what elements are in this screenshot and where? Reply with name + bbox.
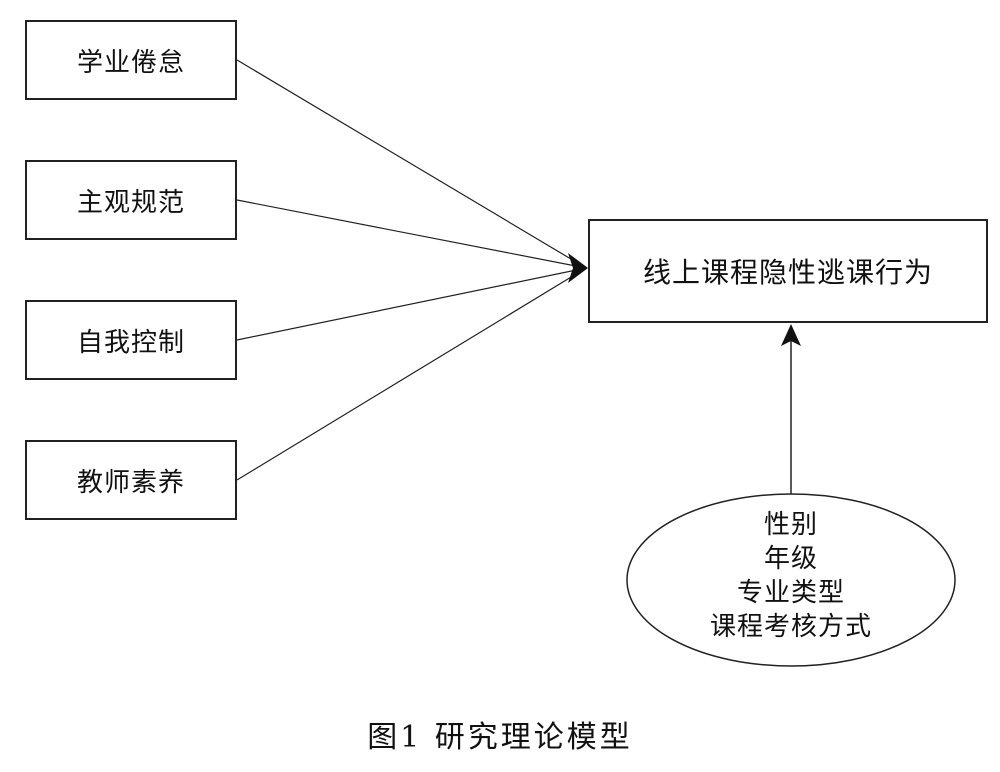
control-item: 年级 [763, 544, 818, 574]
factor-label: 自我控制 [76, 327, 185, 358]
factor-label: 主观规范 [76, 187, 185, 218]
control-item: 性别 [763, 510, 818, 540]
control-item: 专业类型 [736, 578, 845, 608]
factor-box-subjective-norms: 主观规范 [25, 160, 237, 240]
arrow-teacher-to-outcome [236, 267, 587, 481]
factor-label: 教师素养 [76, 467, 185, 498]
outcome-label: 线上课程隐性逃课行为 [642, 256, 933, 289]
factor-box-teacher-quality: 教师素养 [25, 440, 237, 520]
factor-box-burnout: 学业倦怠 [25, 20, 237, 100]
factor-box-self-control: 自我控制 [25, 300, 237, 380]
factor-label: 学业倦怠 [76, 47, 185, 78]
arrow-norms-to-outcome [236, 199, 587, 269]
arrow-burnout-to-outcome [236, 59, 587, 269]
controls-list: 性别 年级 专业类型 课程考核方式 [628, 508, 954, 644]
control-item: 课程考核方式 [709, 612, 872, 642]
arrow-selfcontrol-to-outcome [236, 267, 587, 341]
arrowhead-outcome-bottom [781, 324, 801, 346]
arrowhead-outcome-left [568, 253, 588, 283]
figure-caption: 图1 研究理论模型 [367, 720, 633, 755]
outcome-box: 线上课程隐性逃课行为 [588, 219, 988, 323]
